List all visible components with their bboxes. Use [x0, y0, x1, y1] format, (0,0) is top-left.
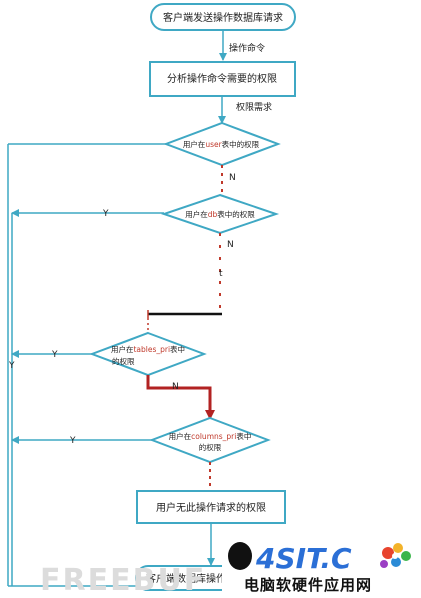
- start-node-text: 客户端发送操作数据库请求: [163, 11, 283, 24]
- label-y2: Y: [51, 350, 58, 360]
- no-permission-node: [136, 490, 286, 524]
- columns-prefix: 用户在: [169, 431, 192, 441]
- db-keyword: db: [208, 210, 218, 219]
- label-op-command: 操作命令: [229, 42, 265, 54]
- flower-icon: [380, 543, 411, 568]
- columns-keyword: columns_pri: [191, 432, 236, 441]
- tables-prefix: 用户在: [111, 344, 134, 354]
- label-n1: N: [229, 173, 236, 183]
- label-y4: Y: [69, 436, 76, 446]
- end-node-text: 客户端数据库操作请求: [146, 572, 246, 585]
- columns-priv-text: 用户在columns_pri表中: [169, 431, 252, 441]
- tables-priv-decision: [89, 331, 207, 377]
- label-perm-needed: 权限需求: [236, 101, 272, 113]
- user-suffix: 表中的权限: [222, 139, 260, 149]
- brand-logo-text: 4SIT.C: [255, 542, 352, 575]
- db-prefix: 用户在: [185, 209, 208, 219]
- user-table-text: 用户在user表中的权限: [183, 139, 260, 149]
- tables-priv-text: 用户在tables_pri表中: [111, 344, 185, 354]
- db-suffix: 表中的权限: [217, 209, 255, 219]
- tables-suffix: 表中: [170, 344, 185, 354]
- brand-swoosh-icon: [228, 542, 252, 570]
- label-n2: N: [227, 240, 234, 250]
- tables-keyword: tables_pri: [133, 345, 170, 354]
- freebuf-watermark: FREEBUF: [40, 563, 206, 598]
- label-y3: Y: [8, 361, 15, 371]
- user-prefix: 用户在: [183, 139, 206, 149]
- arrow-tables-columns: [146, 375, 215, 420]
- analyze-node-text: 分析操作命令需要的权限: [167, 72, 277, 85]
- brand-sub-text: 电脑软硬件应用网: [244, 576, 372, 594]
- columns-priv-text-line2: 的权限: [199, 442, 222, 452]
- user-keyword: user: [205, 140, 222, 149]
- db-table-text: 用户在db表中的权限: [185, 209, 255, 219]
- brand-logo: 4SIT.C 电脑软硬件应用网: [222, 533, 421, 598]
- label-t: t: [219, 269, 223, 279]
- no-permission-text: 用户无此操作请求的权限: [156, 501, 266, 514]
- label-y1: Y: [102, 209, 109, 219]
- columns-suffix: 表中: [236, 431, 251, 441]
- tables-priv-text-line2: 的权限: [112, 356, 135, 366]
- label-n3: N: [172, 382, 179, 392]
